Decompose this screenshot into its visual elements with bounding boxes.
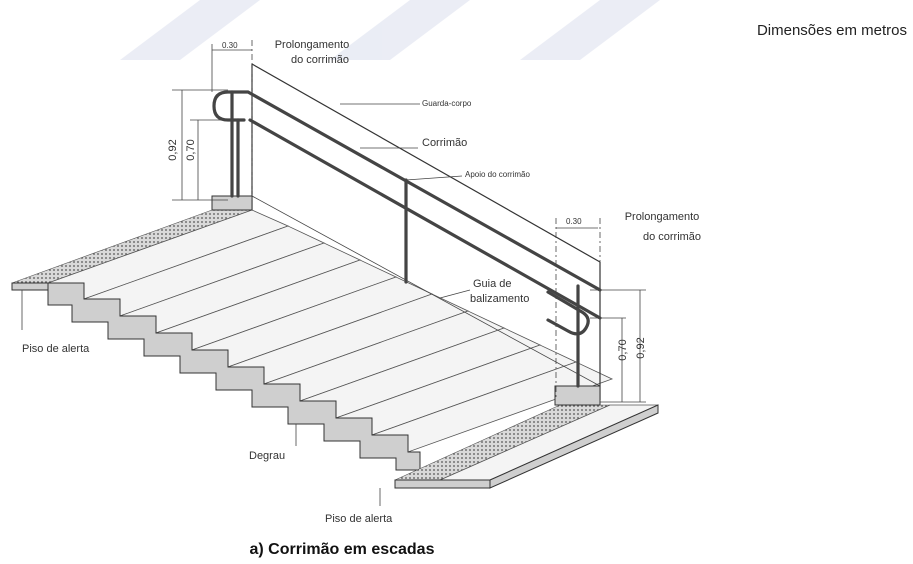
handrail-label: Corrimão [422,137,467,149]
left-height-dimensions: 0,92 0,70 [167,89,228,201]
bottom-extension-dimension: 0.30 Prolongamento do corrimão [555,211,701,400]
right-dim-070: 0,70 [617,339,629,360]
right-dim-092: 0,92 [635,337,647,358]
top-landing [11,209,253,291]
bottom-extension-label-line1: Prolongamento [625,211,700,223]
guide-label-line1: Guia de [473,278,512,290]
step-label: Degrau [249,450,285,462]
handrail [212,90,602,388]
stair-treads [46,209,614,453]
top-extension-dim-value: 0.30 [222,41,238,50]
alert-left-label: Piso de alerta [22,343,90,355]
top-extension-dimension: 0.30 Prolongamento do corrimão [211,39,350,200]
guard-panel [211,63,601,406]
left-dim-070: 0,70 [185,139,197,160]
callouts: Guarda-corpo Corrimão Apoio do corrimão … [340,99,530,305]
top-extension-label-line1: Prolongamento [275,39,350,51]
alert-bottom-label: Piso de alerta [325,513,393,525]
watermark [120,0,660,60]
bottom-extension-dim-value: 0.30 [566,217,582,226]
bottom-landing [394,404,659,489]
bottom-callouts: Piso de alerta Degrau Piso de alerta [21,290,393,525]
bottom-extension-label-line2: do corrimão [643,231,701,243]
figure-caption: a) Corrimão em escadas [250,541,435,558]
units-note: Dimensões em metros [757,22,907,39]
guide-label-line2: balizamento [470,293,529,305]
right-height-dimensions: 0,70 0,92 [590,289,647,403]
guard-label: Guarda-corpo [422,99,472,108]
left-dim-092: 0,92 [167,139,179,160]
top-extension-label-line2: do corrimão [291,54,349,66]
support-label: Apoio do corrimão [465,170,530,179]
